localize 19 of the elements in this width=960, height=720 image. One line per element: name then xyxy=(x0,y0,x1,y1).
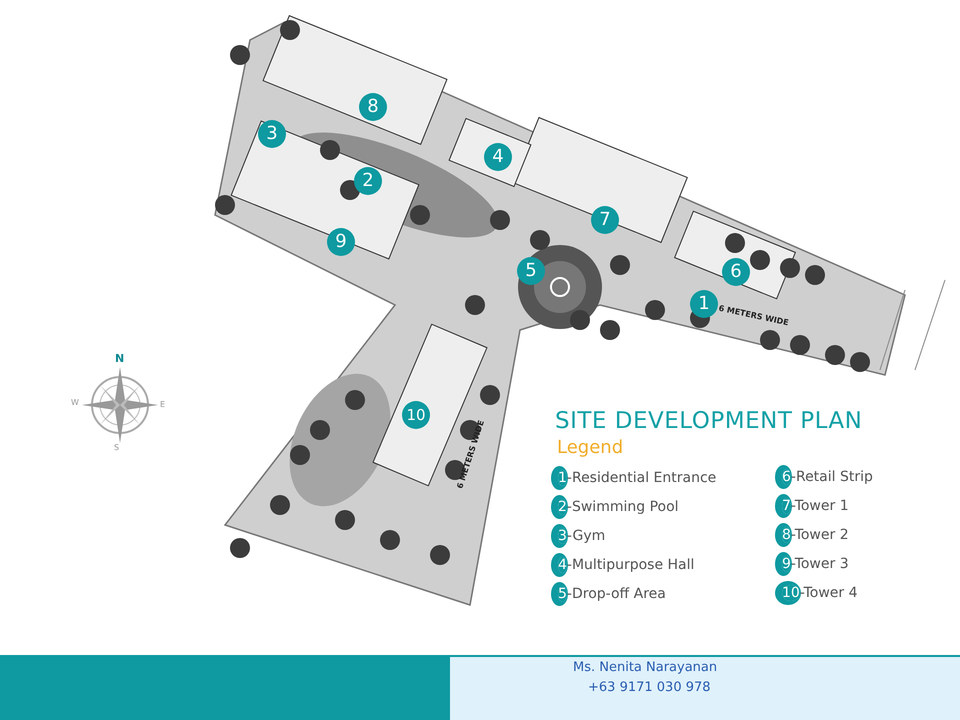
legend-item: 10-Tower 4 xyxy=(782,585,858,601)
title: SITE DEVELOPMENT PLAN xyxy=(555,408,862,434)
legend-item: 6-Retail Strip xyxy=(782,469,873,485)
legend-heading: Legend xyxy=(557,437,624,458)
compass-letter: N xyxy=(115,352,124,365)
legend-item: 9-Tower 3 xyxy=(782,556,849,572)
legend-item: 1-Residential Entrance xyxy=(558,470,716,486)
legend-item: 5-Drop-off Area xyxy=(558,586,666,602)
legend-item: 7-Tower 1 xyxy=(782,498,849,514)
compass-letter: W xyxy=(71,398,79,407)
phone-number: +63 9171 030 978 xyxy=(588,680,711,695)
legend-item: 3-Gym xyxy=(558,528,606,544)
road-label: 6 METERS WIDE xyxy=(718,304,790,328)
legend-item: 2-Swimming Pool xyxy=(558,499,679,515)
compass-letter: S xyxy=(114,443,120,452)
legend-item: 4-Multipurpose Hall xyxy=(558,557,694,573)
legend-item: 8-Tower 2 xyxy=(782,527,849,543)
contact-name: Ms. Nenita Narayanan xyxy=(573,660,718,675)
compass-letter: E xyxy=(160,400,166,409)
